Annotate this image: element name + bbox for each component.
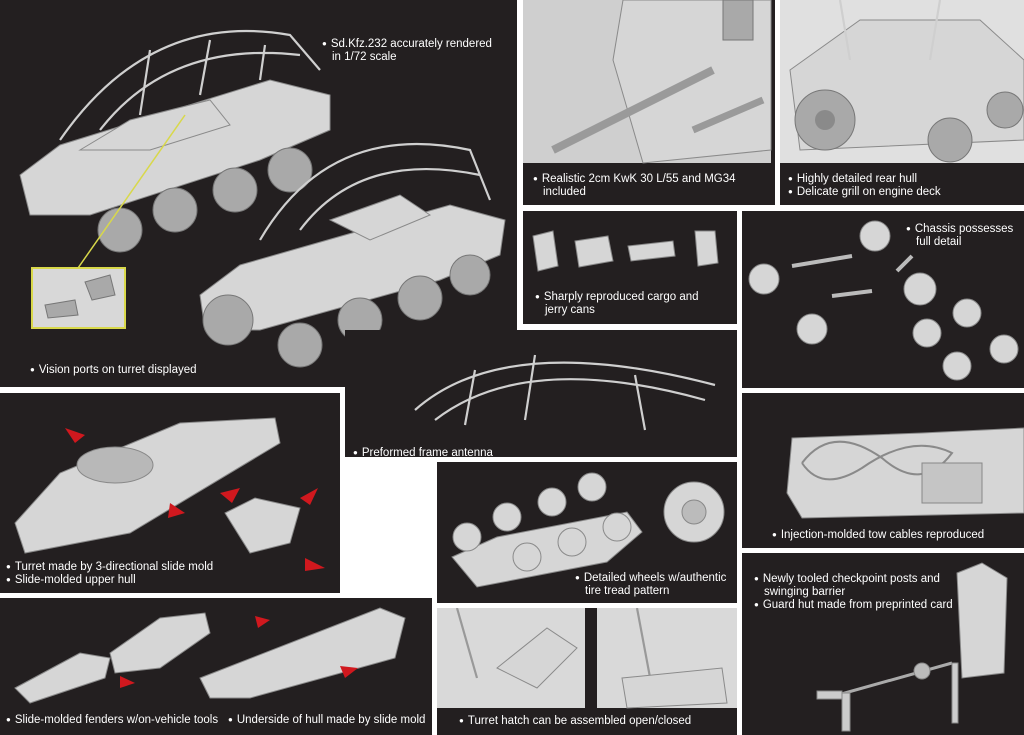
caption-turret-mold: Turret made by 3-directional slide mold … <box>6 561 213 587</box>
caption-checkpoint: Newly tooled checkpoint posts and swingi… <box>754 573 953 612</box>
panel-tow-cables: Injection-molded tow cables reproduced <box>742 393 1024 548</box>
rear-hull-illustration <box>780 0 1024 163</box>
caption-underside: Underside of hull made by slide mold <box>228 714 426 727</box>
caption-cargo: Sharply reproduced cargo and jerry cans <box>535 291 699 317</box>
fenders-illustration <box>14 607 406 704</box>
caption-hatch: Turret hatch can be assembled open/close… <box>459 715 691 728</box>
caption-chassis: Chassis possesses full detail <box>906 223 1013 249</box>
caption-vision-ports: Vision ports on turret displayed <box>30 364 197 377</box>
caption-wheels: Detailed wheels w/authentic tire tread p… <box>575 572 727 598</box>
panel-frame-antenna: Preformed frame antenna realistically in… <box>345 330 737 457</box>
tow-cables-illustration <box>786 427 1024 519</box>
panel-gun: Realistic 2cm KwK 30 L/55 and MG34 inclu… <box>523 0 775 205</box>
turret-hatch-illustration <box>437 608 737 709</box>
vision-port-closeup <box>31 267 126 329</box>
hero-vehicles-illustration <box>19 29 506 368</box>
caption-frame-antenna: Preformed frame antenna realistically in… <box>353 447 493 457</box>
wheels-illustration <box>451 472 725 588</box>
caption-rear-hull: Highly detailed rear hull Delicate grill… <box>788 173 941 199</box>
checkpoint-illustration <box>816 562 1008 732</box>
gun-illustration <box>523 0 772 164</box>
callout-line <box>77 114 186 269</box>
panel-chassis: Chassis possesses full detail <box>742 211 1024 388</box>
cargo-illustration <box>532 230 719 272</box>
panel-wheels: Detailed wheels w/authentic tire tread p… <box>437 462 737 603</box>
frame-antenna-illustration <box>414 354 716 431</box>
panel-turret-mold: Turret made by 3-directional slide mold … <box>0 393 340 593</box>
panel-rear-hull: Highly detailed rear hull Delicate grill… <box>780 0 1024 205</box>
chassis-illustration <box>748 220 1019 381</box>
panel-turret-hatch: Turret hatch can be assembled open/close… <box>437 608 737 735</box>
caption-gun: Realistic 2cm KwK 30 L/55 and MG34 inclu… <box>533 173 736 199</box>
panel-checkpoint: Newly tooled checkpoint posts and swingi… <box>742 553 1024 735</box>
turret-mold-illustration <box>14 417 325 571</box>
caption-fenders: Slide-molded fenders w/on-vehicle tools <box>6 714 218 727</box>
panel-hero: Sd.Kfz.232 accurately rendered in 1/72 s… <box>0 0 517 387</box>
caption-tow-cables: Injection-molded tow cables reproduced <box>772 529 984 542</box>
caption-hero-scale: Sd.Kfz.232 accurately rendered in 1/72 s… <box>322 38 492 64</box>
panel-fenders: Slide-molded fenders w/on-vehicle tools … <box>0 598 432 735</box>
panel-cargo: Sharply reproduced cargo and jerry cans <box>523 211 737 324</box>
